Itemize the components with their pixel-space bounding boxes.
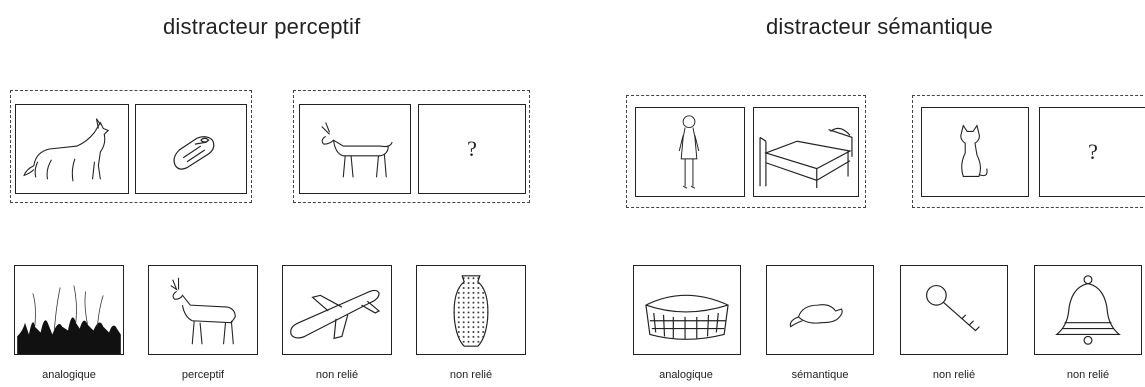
option-label: non relié [899, 369, 1009, 381]
option-label: non relié [416, 369, 526, 381]
question-mark: ? [419, 136, 525, 162]
question-mark: ? [1040, 139, 1145, 165]
meat-card [135, 104, 247, 194]
option-card-analogique[interactable] [14, 265, 124, 355]
option-label: sémantique [765, 369, 875, 381]
option-label: non relié [1033, 369, 1143, 381]
cat-icon [922, 108, 1028, 196]
basket-icon [634, 266, 740, 354]
deer-icon [149, 266, 257, 354]
goat-icon [300, 105, 410, 193]
bed-card [753, 107, 859, 197]
question-card: ? [418, 104, 526, 194]
bell-icon [1035, 266, 1141, 354]
girl-icon [636, 108, 744, 196]
girl-card [635, 107, 745, 197]
source-pair-group [626, 95, 866, 208]
target-pair-group: ? [912, 95, 1145, 208]
option-card-semantique[interactable] [766, 265, 874, 355]
option-card-vase[interactable] [416, 265, 526, 355]
cat-card [921, 107, 1029, 197]
grass-icon [15, 266, 123, 354]
option-card-bell[interactable] [1034, 265, 1142, 355]
wolf-card [15, 104, 129, 194]
vase-icon [417, 266, 525, 354]
option-label: analogique [14, 369, 124, 381]
option-card-analogique[interactable] [633, 265, 741, 355]
meat-bone-icon [136, 105, 246, 193]
airplane-icon [283, 266, 391, 354]
option-card-perceptif[interactable] [148, 265, 258, 355]
wolf-icon [16, 105, 128, 193]
panel-title: distracteur perceptif [163, 14, 360, 40]
key-icon [901, 266, 1007, 354]
goat-card [299, 104, 411, 194]
option-card-airplane[interactable] [282, 265, 392, 355]
bed-icon [754, 108, 858, 196]
target-pair-group: ? [293, 90, 530, 203]
option-label: perceptif [148, 369, 258, 381]
mouse-icon [767, 266, 873, 354]
option-label: non relié [282, 369, 392, 381]
source-pair-group [10, 90, 252, 203]
panel-title: distracteur sémantique [766, 14, 993, 40]
question-card: ? [1039, 107, 1145, 197]
option-label: analogique [631, 369, 741, 381]
option-card-key[interactable] [900, 265, 1008, 355]
